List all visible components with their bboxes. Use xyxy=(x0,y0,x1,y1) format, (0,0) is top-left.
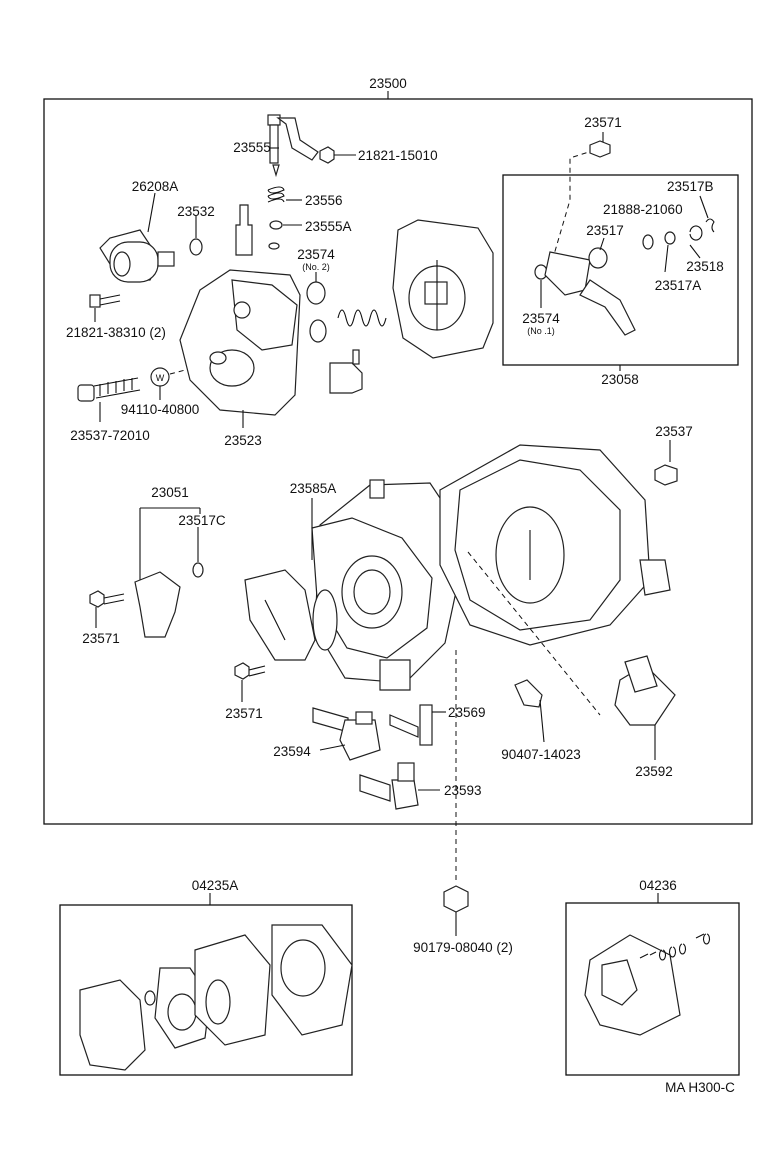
label-23517B: 23517B xyxy=(667,179,714,194)
hose-fitting xyxy=(235,204,253,256)
label-23518: 23518 xyxy=(686,259,724,274)
label-90407-14023: 90407-14023 xyxy=(501,747,581,762)
o-ring-small xyxy=(309,319,327,343)
label-23051: 23051 xyxy=(151,485,189,500)
o-ring-23517C xyxy=(192,562,204,578)
kit-box-04235A xyxy=(59,904,353,1076)
clip-23517B xyxy=(705,218,715,233)
dashed-leader-23592 xyxy=(467,551,601,716)
rear-housing xyxy=(439,444,671,646)
solenoid-26208A xyxy=(99,192,175,283)
label-23571-b: 23571 xyxy=(225,706,263,721)
washer-mark: W xyxy=(156,373,165,383)
label-23555: 23555 xyxy=(233,140,271,155)
label-23571-top: 23571 xyxy=(584,115,622,130)
label-23517: 23517 xyxy=(586,223,624,238)
needle-valve-part xyxy=(267,114,319,178)
union-90407 xyxy=(514,679,543,708)
label-04236: 04236 xyxy=(639,878,677,893)
label-23517C: 23517C xyxy=(178,513,226,528)
label-23555A: 23555A xyxy=(305,219,352,234)
kit-04235A-parts xyxy=(79,924,353,1071)
screw-23571-top xyxy=(589,140,611,158)
cover-23523 xyxy=(179,269,301,428)
label-23585A: 23585A xyxy=(290,481,337,496)
label-04235A: 04235A xyxy=(192,878,239,893)
spring-large xyxy=(337,309,387,327)
label-21821-15010: 21821-15010 xyxy=(358,148,438,163)
o-ring-23574-no2 xyxy=(306,281,326,305)
o-ring-23532 xyxy=(189,238,203,256)
washer-23555A xyxy=(269,220,283,230)
label-26208A: 26208A xyxy=(132,179,179,194)
diagram-code: MA H300-C xyxy=(665,1080,735,1095)
label-23532: 23532 xyxy=(177,204,215,219)
kit-box-04236 xyxy=(565,902,740,1076)
label-23571-a: 23571 xyxy=(82,631,120,646)
plug-90179 xyxy=(443,885,469,913)
label-23594: 23594 xyxy=(273,744,311,759)
elbow-23593 xyxy=(359,774,391,802)
label-23574-a: 23574 xyxy=(297,247,335,262)
label-23058: 23058 xyxy=(601,372,639,387)
bracket-23051 xyxy=(134,571,181,638)
ring-small xyxy=(268,242,280,250)
label-21821-38310: 21821-38310 (2) xyxy=(66,325,166,340)
bolt-23537-72010 xyxy=(77,377,141,402)
bolt-23537 xyxy=(654,464,678,486)
lever-arm xyxy=(579,279,636,336)
label-23537: 23537 xyxy=(655,424,693,439)
label-23569: 23569 xyxy=(448,705,486,720)
bolt-21821-38310 xyxy=(89,294,121,308)
label-23574-b: 23574 xyxy=(522,311,560,326)
diaphragm-gasket xyxy=(392,219,494,359)
label-23556: 23556 xyxy=(305,193,343,208)
clip-23517A xyxy=(689,225,703,241)
label-23537-72010: 23537-72010 xyxy=(70,428,150,443)
label-23592: 23592 xyxy=(635,764,673,779)
screw-23571-left xyxy=(89,590,105,608)
label-21888-21060: 21888-21060 xyxy=(603,202,683,217)
spring-23556 xyxy=(267,186,285,203)
actuator-23517 xyxy=(588,247,608,269)
assembly-label: 23500 xyxy=(369,76,407,91)
label-23593: 23593 xyxy=(444,783,482,798)
lever-plate xyxy=(544,251,591,296)
nipple-23569 xyxy=(389,714,419,738)
label-no1: (No .1) xyxy=(527,326,555,336)
main-body xyxy=(311,479,473,691)
label-no2: (No. 2) xyxy=(302,262,330,272)
washer-21888 xyxy=(642,234,654,250)
label-23517A: 23517A xyxy=(655,278,702,293)
screw-23571-bottom xyxy=(234,662,250,680)
dashed-leader xyxy=(552,149,596,259)
elbow-pipe xyxy=(329,362,363,394)
kit-04236-parts xyxy=(584,933,711,1036)
label-94110-40800: 94110-40800 xyxy=(121,402,200,417)
screw-21821-15010 xyxy=(319,146,335,164)
label-23523: 23523 xyxy=(224,433,262,448)
washer-23518 xyxy=(664,231,676,245)
assembly-box xyxy=(43,98,753,825)
label-90179-08040: 90179-08040 (2) xyxy=(413,940,513,955)
diaphragm-plate xyxy=(244,569,338,661)
